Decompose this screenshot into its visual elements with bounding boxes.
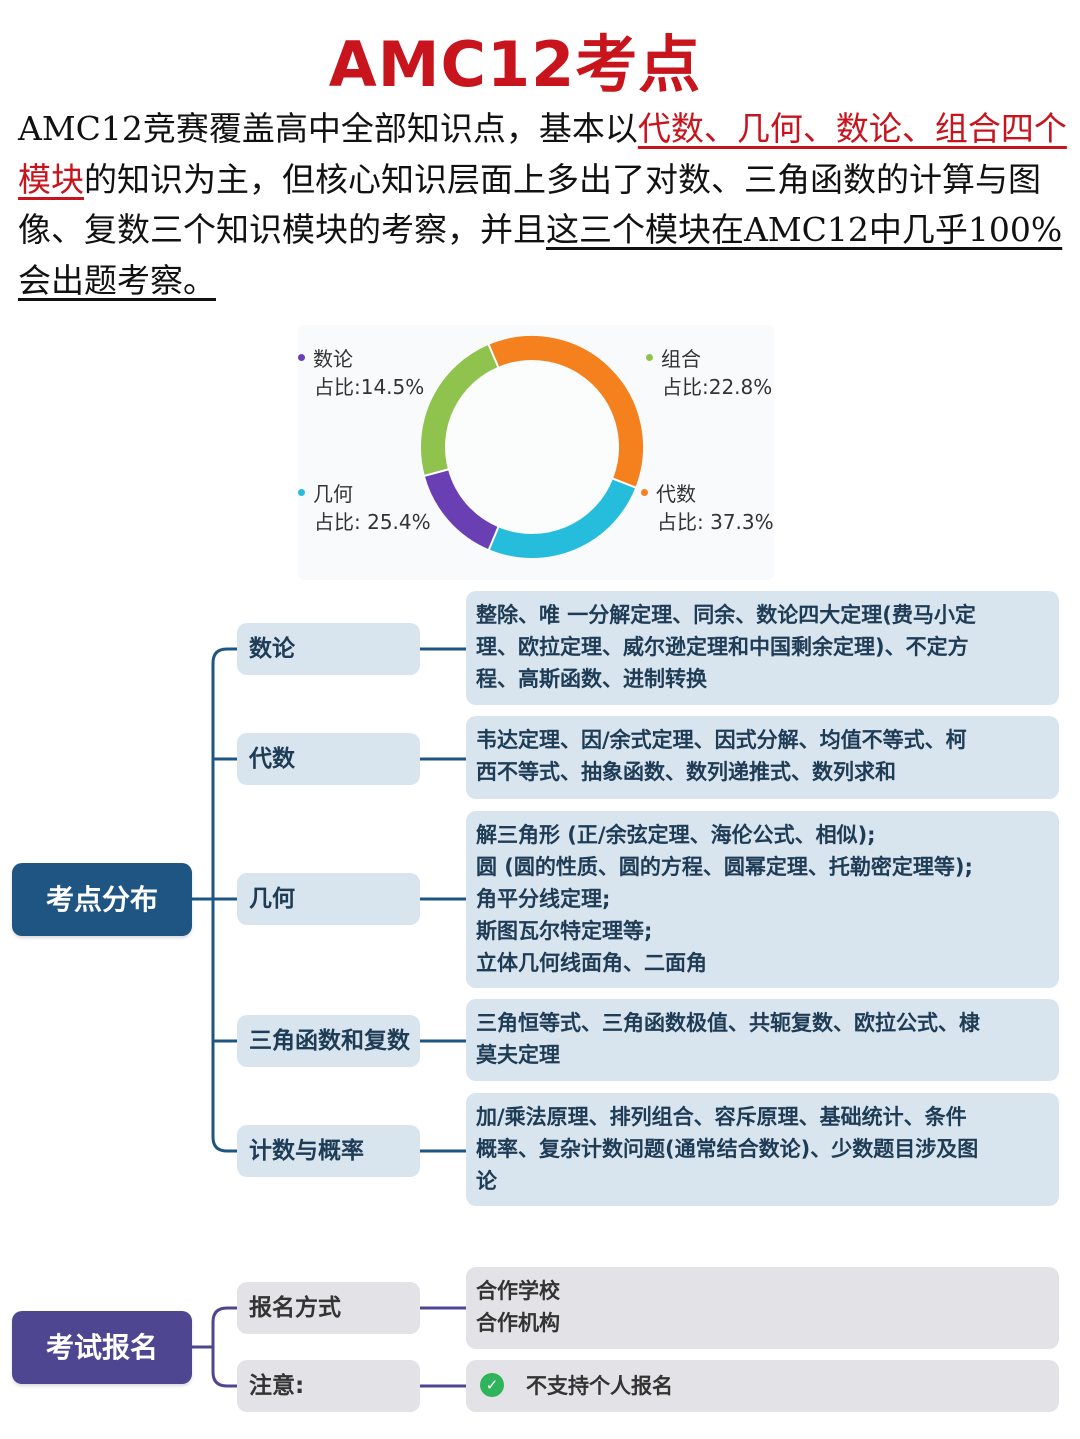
branch-note: 注意:: [237, 1360, 420, 1412]
donut-hole: [446, 361, 618, 533]
connector: [211, 1306, 237, 1388]
detail-line: 三角恒等式、三角函数极值、共轭复数、欧拉公式、棣: [476, 1011, 980, 1035]
detail-number-theory: 整除、唯 一分解定理、同余、数论四大定理(费马小定 理、欧拉定理、威尔逊定理和中…: [466, 591, 1059, 705]
legend-number-theory: 数论 占比:14.5%: [298, 345, 424, 401]
detail-line: 斯图瓦尔特定理等;: [476, 919, 653, 943]
legend-pct: 占比:22.8%: [662, 375, 773, 399]
detail-line: 莫夫定理: [476, 1043, 560, 1067]
legend-pct: 占比: 37.3%: [657, 510, 774, 534]
check-circle-icon: ✓: [480, 1373, 504, 1397]
legend-dot: [641, 489, 648, 496]
detail-line: 程、高斯函数、进制转换: [476, 667, 707, 691]
intro-text-1: AMC12竞赛覆盖高中全部知识点，基本以: [18, 109, 638, 148]
legend-name: 几何: [313, 482, 353, 506]
detail-line: 角平分线定理;: [476, 887, 611, 911]
detail-line: 理、欧拉定理、威尔逊定理和中国剩余定理)、不定方: [476, 635, 969, 659]
note-text: 不支持个人报名: [526, 1374, 673, 1398]
legend-name: 数论: [313, 347, 353, 371]
legend-name: 代数: [656, 482, 696, 506]
donut-slice-几何: [488, 478, 636, 558]
donut-separator: [487, 343, 500, 369]
detail-line: 概率、复杂计数问题(通常结合数论)、少数题目涉及图: [476, 1137, 979, 1161]
donut-separator: [423, 468, 450, 477]
detail-registration-method: 合作学校 合作机构: [466, 1267, 1059, 1349]
branch-registration-method: 报名方式: [237, 1282, 420, 1334]
detail-line: 合作机构: [476, 1311, 560, 1335]
intro-paragraph: AMC12竞赛覆盖高中全部知识点，基本以代数、几何、数论、组合四个模块的知识为主…: [18, 104, 1068, 306]
detail-line: 整除、唯 一分解定理、同余、数论四大定理(费马小定: [476, 603, 976, 627]
detail-line: 论: [476, 1169, 497, 1193]
detail-algebra: 韦达定理、因/余式定理、因式分解、均值不等式、柯 西不等式、抽象函数、数列递推式…: [466, 716, 1059, 799]
detail-counting-probability: 加/乘法原理、排列组合、容斥原理、基础统计、条件 概率、复杂计数问题(通常结合数…: [466, 1093, 1059, 1206]
intro-underline: 这三个模块在AMC12中几乎100%会出题考察。: [18, 210, 1063, 300]
detail-line: 西不等式、抽象函数、数列递推式、数列求和: [476, 760, 896, 784]
detail-line: 加/乘法原理、排列组合、容斥原理、基础统计、条件: [476, 1105, 967, 1129]
detail-line: 立体几何线面角、二面角: [476, 951, 707, 975]
detail-line: 韦达定理、因/余式定理、因式分解、均值不等式、柯: [476, 728, 967, 752]
mindmap-root-topics: 考点分布: [12, 863, 192, 936]
branch-algebra: 代数: [237, 733, 420, 785]
donut-slice-代数: [488, 336, 643, 488]
branch-trig-complex: 三角函数和复数: [237, 1015, 420, 1067]
intro-highlight-modules: 代数、几何、数论、组合四个模块: [18, 109, 1067, 199]
detail-line: ✓ 不支持个人报名: [476, 1370, 1047, 1402]
legend-name: 组合: [661, 347, 701, 371]
donut-slice-数论: [424, 469, 499, 550]
donut-chart: 数论 占比:14.5% 组合 占比:22.8% 几何 占比: 25.4% 代数 …: [298, 325, 774, 580]
legend-dot: [298, 354, 305, 361]
branch-number-theory: 数论: [237, 623, 420, 675]
legend-dot: [646, 354, 653, 361]
legend-combinatorics: 组合 占比:22.8%: [646, 345, 772, 401]
detail-trig-complex: 三角恒等式、三角函数极值、共轭复数、欧拉公式、棣 莫夫定理: [466, 999, 1059, 1081]
donut-separator: [611, 477, 637, 489]
legend-dot: [298, 489, 305, 496]
donut-separator: [487, 525, 500, 551]
detail-line: 圆 (圆的性质、圆的方程、圆幂定理、托勒密定理等);: [476, 855, 973, 879]
legend-algebra: 代数 占比: 37.3%: [641, 480, 774, 536]
donut-svg: [421, 336, 643, 558]
detail-geometry: 解三角形 (正/余弦定理、海伦公式、相似); 圆 (圆的性质、圆的方程、圆幂定理…: [466, 811, 1059, 988]
donut-slice-组合: [421, 344, 499, 476]
detail-note: ✓ 不支持个人报名: [466, 1360, 1059, 1412]
branch-counting-probability: 计数与概率: [237, 1125, 420, 1177]
detail-line: 解三角形 (正/余弦定理、海伦公式、相似);: [476, 823, 876, 847]
mindmap-root-registration: 考试报名: [12, 1311, 192, 1384]
legend-pct: 占比: 25.4%: [314, 510, 431, 534]
intro-text-2: 的知识为主，但核心知识层面上多出了对数、三角函数的计算与图像、复数三个知识模块的…: [18, 159, 1041, 250]
legend-pct: 占比:14.5%: [314, 375, 425, 399]
legend-geometry: 几何 占比: 25.4%: [298, 480, 431, 536]
page-title: AMC12考点: [328, 28, 702, 101]
branch-geometry: 几何: [237, 873, 420, 925]
detail-line: 合作学校: [476, 1279, 560, 1303]
